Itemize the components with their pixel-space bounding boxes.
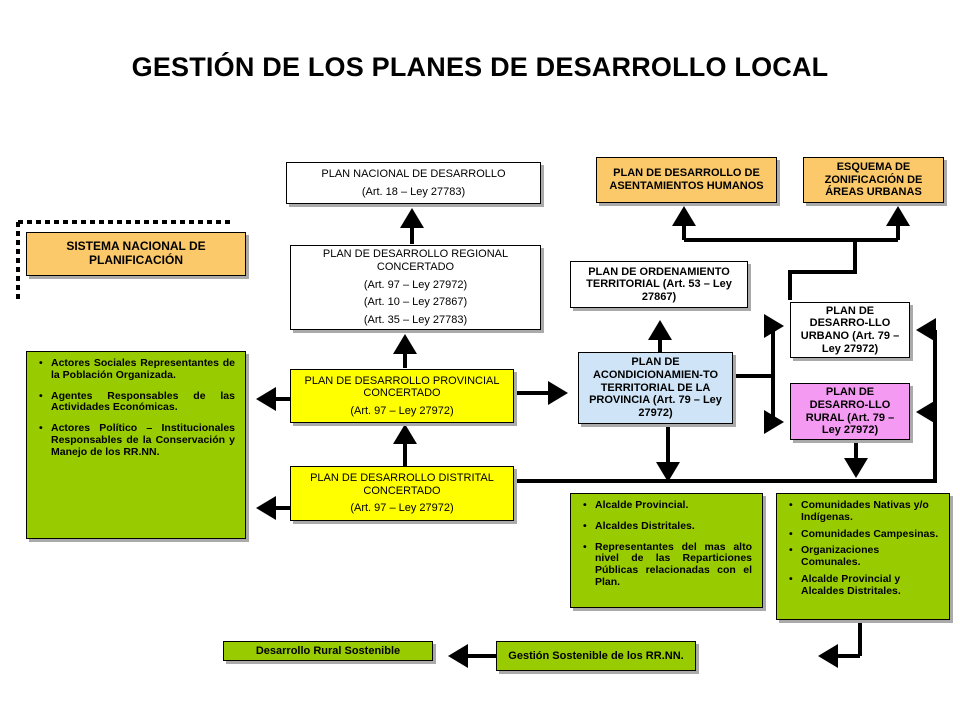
- plan-urbano-label: PLAN DE DESARRO-LLO URBANO (Art. 79 – Le…: [800, 304, 900, 355]
- line-acondicionamiento-to-branch: [735, 326, 775, 422]
- plan-nacional-box: PLAN NACIONAL DE DESARROLLO (Art. 18 – L…: [286, 162, 541, 204]
- alcaldes-box: Alcalde Provincial. Alcaldes Distritales…: [570, 493, 763, 608]
- plan-distrital-title: PLAN DE DESARROLLO DISTRITAL CONCERTADO: [310, 472, 494, 497]
- plan-acondicionamiento-label: PLAN DE ACONDICIONAMIEN-TO TERRITORIAL D…: [589, 356, 722, 419]
- plan-provincial-title: PLAN DE DESARROLLO PROVINCIAL CONCERTADO: [304, 374, 500, 400]
- plan-distrital-box: PLAN DE DESARROLLO DISTRITAL CONCERTADO …: [290, 466, 514, 521]
- plan-acondicionamiento-box: PLAN DE ACONDICIONAMIEN-TO TERRITORIAL D…: [578, 352, 733, 424]
- comunidades-box: Comunidades Nativas y/o Indígenas. Comun…: [776, 493, 950, 620]
- comunidades-item: Organizaciones Comunales.: [789, 544, 941, 569]
- plan-regional-ref-3: (Art. 35 – Ley 27783): [363, 313, 468, 326]
- gestion-rrnn-label: Gestión Sostenible de los RR.NN.: [508, 649, 684, 662]
- alcaldes-list: Alcalde Provincial. Alcaldes Distritales…: [579, 499, 752, 598]
- plan-regional-title: PLAN DE DESARROLLO REGIONAL CONCERTADO: [322, 248, 509, 274]
- plan-nacional-title: PLAN NACIONAL DE DESARROLLO: [321, 167, 506, 180]
- plan-rural-label: PLAN DE DESARRO-LLO RURAL (Art. 79 – Ley…: [805, 386, 895, 437]
- plan-asentamientos-label: PLAN DE DESARROLLO DE ASENTAMIENTOS HUMA…: [609, 167, 764, 192]
- plan-asentamientos-box: PLAN DE DESARROLLO DE ASENTAMIENTOS HUMA…: [596, 157, 777, 203]
- plan-regional-box: PLAN DE DESARROLLO REGIONAL CONCERTADO (…: [290, 245, 541, 330]
- gestion-rrnn-box: Gestión Sostenible de los RR.NN.: [496, 641, 696, 671]
- plan-provincial-box: PLAN DE DESARROLLO PROVINCIAL CONCERTADO…: [290, 369, 514, 423]
- plan-urbano-box: PLAN DE DESARRO-LLO URBANO (Art. 79 – Le…: [790, 302, 910, 358]
- plan-provincial-ref: (Art. 97 – Ley 27972): [350, 404, 454, 417]
- desarrollo-rural-label: Desarrollo Rural Sostenible: [255, 644, 401, 657]
- actores-item: Agentes Responsables de las Actividades …: [39, 390, 235, 415]
- plan-nacional-ref: (Art. 18 – Ley 27783): [361, 185, 466, 198]
- alcaldes-item: Representantes del mas alto nivel de las…: [583, 541, 752, 589]
- comunidades-item: Alcalde Provincial y Alcaldes Distritale…: [789, 573, 941, 598]
- plan-distrital-ref: (Art. 97 – Ley 27972): [350, 502, 454, 515]
- actores-list: Actores Sociales Representantes de la Po…: [35, 357, 235, 467]
- comunidades-item: Comunidades Nativas y/o Indígenas.: [789, 499, 941, 524]
- comunidades-item: Comunidades Campesinas.: [789, 528, 941, 541]
- plan-ordenamiento-box: PLAN DE ORDENAMIENTO TERRITORIAL (Art. 5…: [570, 261, 748, 308]
- line-urbano-to-top: [788, 240, 857, 300]
- alcaldes-item: Alcalde Provincial.: [583, 499, 752, 512]
- comunidades-list: Comunidades Nativas y/o Indígenas. Comun…: [785, 499, 941, 598]
- dotted-bracket: [16, 220, 230, 300]
- esquema-zonificacion-label: ESQUEMA DE ZONIFICACIÓN DE ÁREAS URBANAS: [824, 161, 923, 199]
- sistema-nacional-box: SISTEMA NACIONAL DE PLANIFICACIÓN: [26, 232, 246, 276]
- alcaldes-item: Alcaldes Distritales.: [583, 520, 752, 533]
- actores-item: Actores Sociales Representantes de la Po…: [39, 357, 235, 382]
- plan-regional-ref-1: (Art. 97 – Ley 27972): [363, 278, 468, 291]
- actores-box: Actores Sociales Representantes de la Po…: [26, 351, 246, 539]
- plan-regional-ref-2: (Art. 10 – Ley 27867): [363, 296, 468, 309]
- actores-item: Actores Político – Institucionales Respo…: [39, 422, 235, 458]
- plan-rural-box: PLAN DE DESARRO-LLO RURAL (Art. 79 – Ley…: [790, 383, 910, 440]
- esquema-zonificacion-box: ESQUEMA DE ZONIFICACIÓN DE ÁREAS URBANAS: [803, 157, 944, 203]
- page-title: GESTIÓN DE LOS PLANES DE DESARROLLO LOCA…: [131, 52, 829, 82]
- sistema-nacional-label: SISTEMA NACIONAL DE PLANIFICACIÓN: [66, 239, 206, 267]
- line-distrital-to-right: [517, 330, 937, 483]
- desarrollo-rural-box: Desarrollo Rural Sostenible: [223, 641, 433, 661]
- plan-ordenamiento-label: PLAN DE ORDENAMIENTO TERRITORIAL (Art. 5…: [586, 265, 732, 303]
